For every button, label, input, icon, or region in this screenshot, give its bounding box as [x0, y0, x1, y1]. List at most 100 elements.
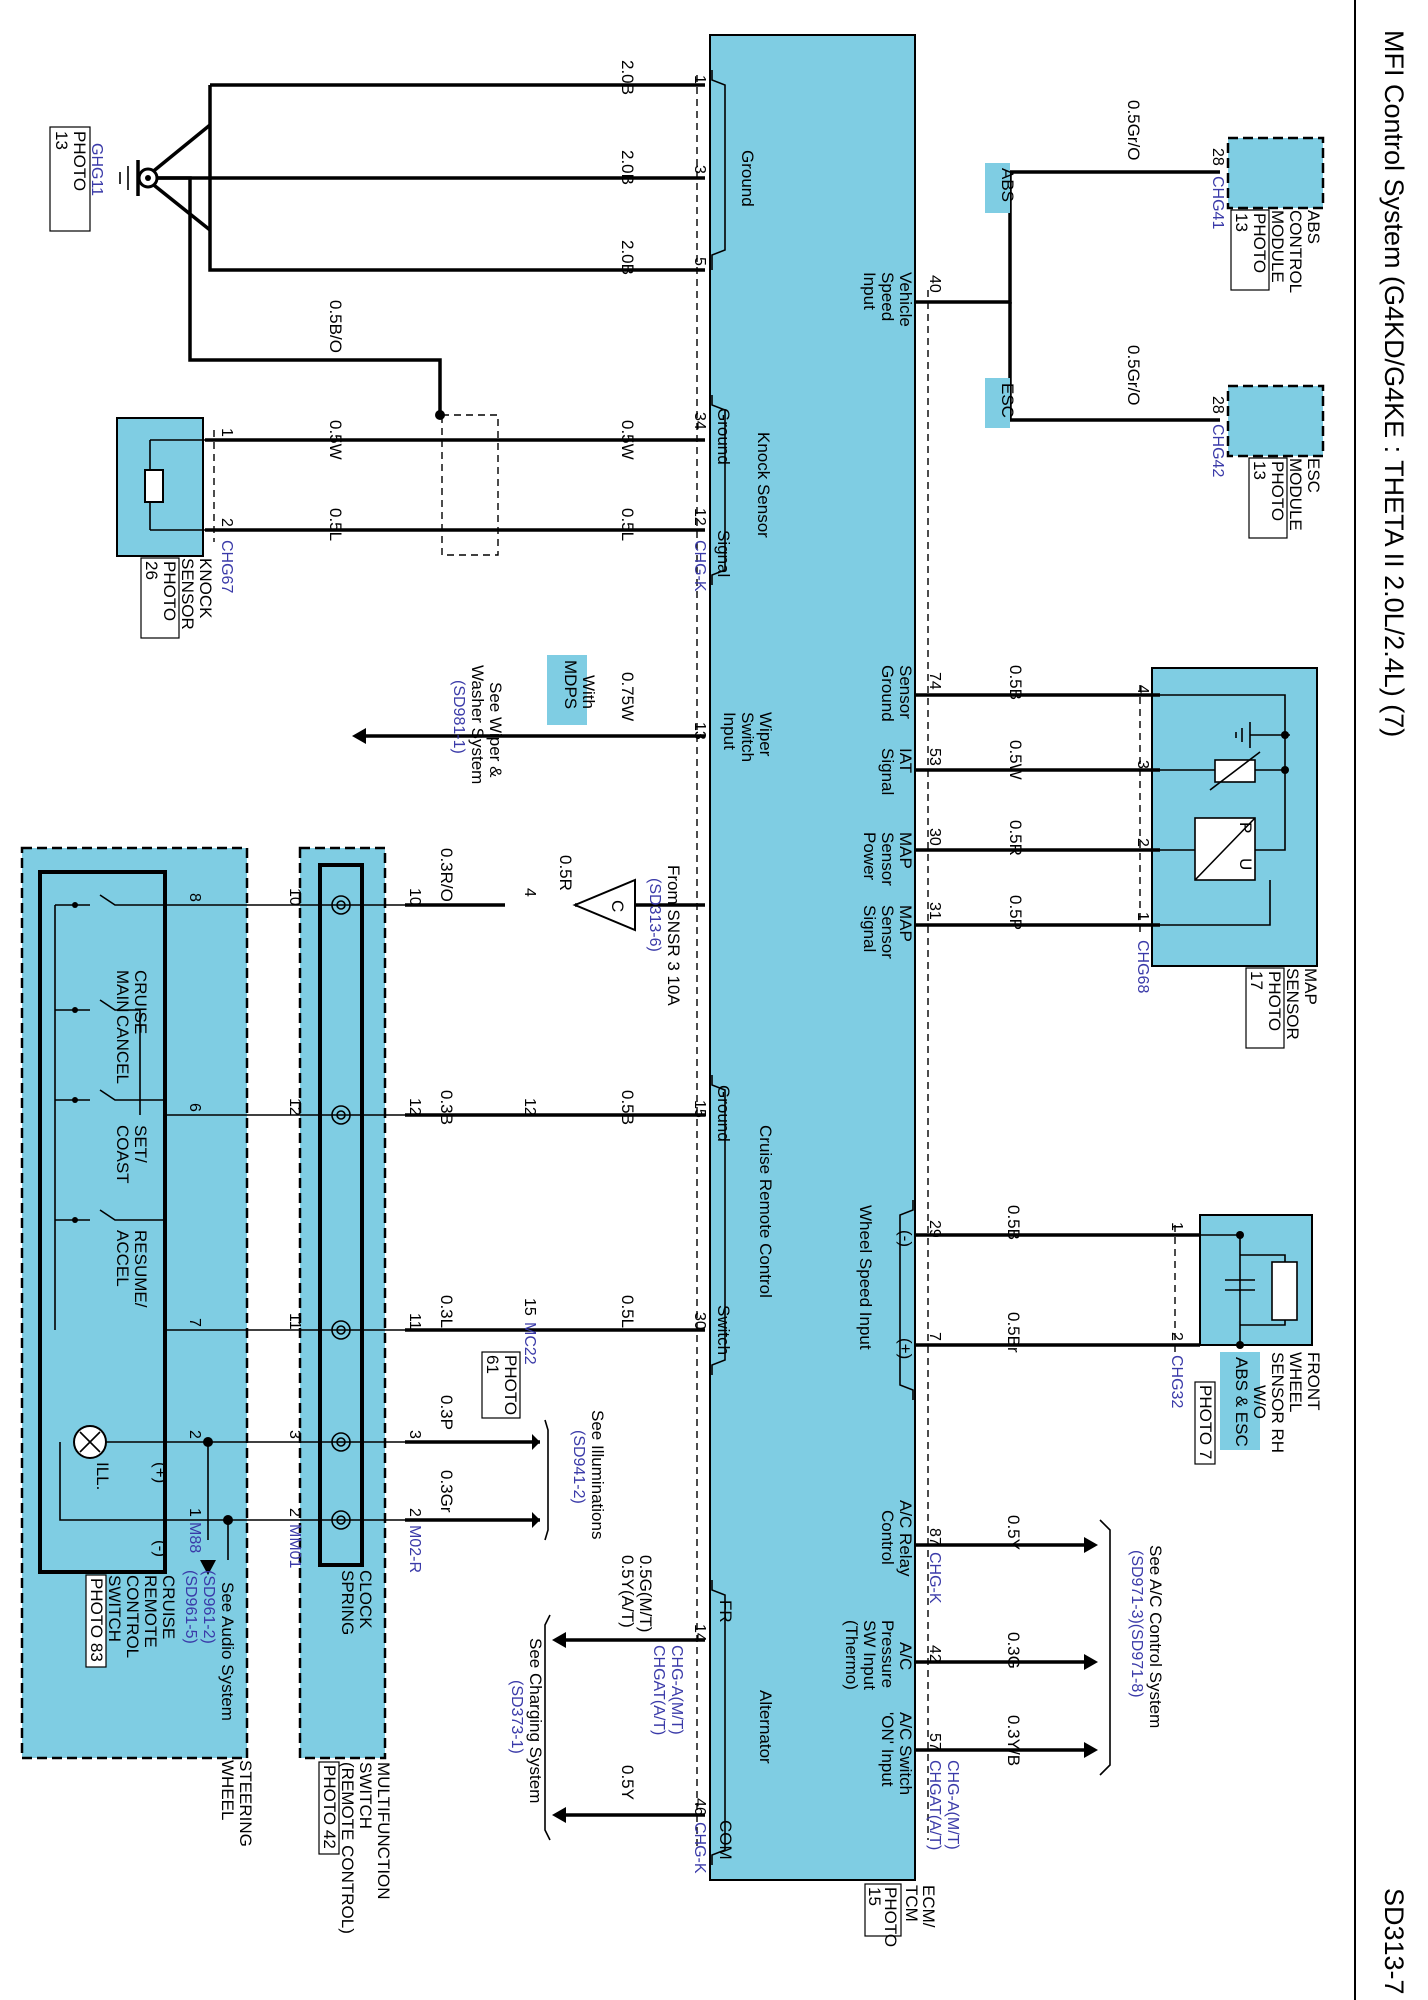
ecm-tcm-block	[709, 34, 916, 1881]
ecm-label-ac-press-2: Pressure	[878, 1620, 897, 1688]
m88-pin-8: 8	[186, 893, 203, 902]
wire-ecm-pin5	[208, 85, 705, 272]
abs-name-1: ABS	[1304, 210, 1323, 244]
ground-photo-line2: 13	[52, 131, 71, 150]
m02-pin-10: 10	[406, 888, 423, 906]
abs-photo-2: 13	[1232, 213, 1251, 232]
ecm-name-line1: ECM/	[919, 1885, 938, 1928]
conn-ac-a1: CHG-A(M/T)	[944, 1760, 961, 1850]
snsr-ref-2: (SD313-6)	[646, 878, 663, 952]
charge-ref-2: (SD373-1)	[508, 1680, 525, 1754]
audio-arrow-icon	[200, 1560, 216, 1575]
ill-plus-label: (+)	[151, 1462, 170, 1483]
mdps-line2: MDPS	[561, 660, 580, 709]
ecm-label-wiper-1: Wiper	[756, 712, 775, 757]
wire-label-13: 0.75W	[618, 672, 637, 721]
wire-label-esc: 0.5Gr/O	[1124, 345, 1143, 405]
clock-name-1: CLOCK	[356, 1570, 375, 1629]
wire-label-cr3: 0.3P	[437, 1395, 456, 1430]
knock-pin-2: 2	[218, 518, 235, 527]
ecm-pin-74: 74	[926, 672, 943, 690]
mfs-name-2: SWITCH	[356, 1762, 375, 1829]
conn-mm01: MM01	[286, 1524, 303, 1569]
ecm-label-map-power-2: Sensor	[878, 832, 897, 886]
wire-label-cr12-left: 0.3B	[437, 1090, 456, 1125]
wire-label-alt-fr-2: 0.5Y(A/T)	[618, 1555, 637, 1628]
ecm-label-ac-relay-2: Control	[878, 1510, 897, 1565]
ecm-label-ws-plus: (+)	[896, 1338, 915, 1359]
ecm-label-ac-press-1: A/C	[896, 1642, 915, 1670]
conn-m02r: M02-R	[406, 1525, 423, 1573]
ground-eyelet-center	[145, 175, 151, 181]
wire-label-alt-fr-1: 0.5G(M/T)	[636, 1555, 655, 1632]
ecm-label-iat-2: Signal	[878, 748, 897, 795]
esc-name-2: MODULE	[1286, 458, 1305, 531]
ecm-label-sensor-ground-1: Sensor	[896, 665, 915, 719]
page-title: MFI Control System (G4KD/G4KE : THETA II…	[1379, 30, 1409, 737]
wire-label-shield: 0.5B/O	[326, 300, 345, 353]
ecm-pin-r30: 30	[926, 828, 943, 846]
esc-module-block	[1226, 384, 1325, 458]
snsr-ref-1: From SNSR 3 10A	[664, 865, 683, 1006]
ecm-pin-46: 46	[691, 1798, 708, 1816]
wire-label-ac-57: 0.3Y/B	[1004, 1715, 1023, 1766]
ecm-label-ac-press-4: (Thermo)	[842, 1620, 861, 1690]
abs-module-block	[1226, 136, 1325, 210]
ecm-label-cruise-remote: Cruise Remote Control	[756, 1125, 775, 1298]
ecm-pin-7: 7	[926, 1332, 943, 1341]
mc22-photo-box	[481, 1351, 521, 1419]
steering-wheel-outline	[20, 846, 249, 1760]
conn-alt-a2: CHGAT(A/T)	[650, 1645, 667, 1735]
clock-spring-frame	[318, 863, 364, 1567]
mc22-pin-12: 12	[521, 1098, 538, 1116]
mfs-name-1: MULTIFUNCTION	[374, 1762, 393, 1900]
abs-tag-chip	[985, 163, 1010, 213]
ecm-pin-15: 15	[691, 1100, 708, 1118]
mm01-pin-2: 2	[286, 1508, 303, 1517]
wire-label-pin1: 2.0B	[618, 60, 637, 95]
mc22-pin-15: 15	[521, 1298, 538, 1316]
wiper-ref-3: (SD981-1)	[450, 680, 467, 754]
bulb-filament-icon	[79, 1431, 101, 1453]
crs-name-1: CRUISE	[159, 1575, 178, 1639]
m02-pin-3: 3	[406, 1430, 423, 1439]
cruise-resume-label-1: RESUME/	[131, 1230, 150, 1308]
map-pressure-diagonal	[1194, 817, 1256, 881]
alt-arrows-icon	[552, 1632, 566, 1823]
ecm-label-alt-fr: FR	[716, 1600, 735, 1623]
conn-chg67: CHG67	[218, 540, 235, 593]
mm01-pin-10: 10	[286, 888, 303, 906]
map-pin-2: 2	[1134, 838, 1151, 847]
mfs-name-3: (REMOTE CONTROL)	[338, 1762, 357, 1934]
multifunction-switch-outline	[298, 846, 387, 1760]
illum-bracket	[544, 1419, 549, 1541]
wire-label-34-left: 0.5W	[326, 420, 345, 460]
crs-photo: PHOTO 83	[87, 1578, 106, 1662]
ecm-pin-34: 34	[691, 412, 708, 430]
steer-name-1: STEERING	[236, 1760, 255, 1847]
ecm-pin-13: 13	[691, 722, 708, 740]
abs-name-2: CONTROL	[1286, 210, 1305, 293]
mdps-line1: With	[579, 675, 598, 709]
crs-photo-box	[85, 1574, 107, 1668]
mm01-pin-11: 11	[286, 1313, 303, 1330]
mfs-photo: PHOTO 42	[320, 1765, 339, 1849]
map-photo-2: 17	[1247, 971, 1266, 990]
wire-abs	[915, 170, 1220, 304]
ecm-label-ac-switch-2: 'ON' Input	[878, 1712, 897, 1787]
ecm-pin-12: 12	[691, 508, 708, 526]
wire-label-cr2: 0.3Gr	[437, 1470, 456, 1513]
ecm-photo-box	[864, 1883, 902, 1937]
wire-esc	[1008, 302, 1220, 422]
ecm-photo-line2: 15	[865, 1887, 884, 1906]
ecm-pin-40: 40	[926, 275, 943, 293]
ecm-label-wiper-3: Input	[720, 712, 739, 750]
audio-ref-3: (SD961-5)	[182, 1570, 199, 1644]
esc-name-1: ESC	[1304, 458, 1323, 493]
illum-ref-1: See Illuminations	[588, 1410, 607, 1539]
crs-name-4: SWITCH	[105, 1575, 124, 1642]
mm01-pin-12: 12	[286, 1098, 303, 1116]
ground-photo-box	[49, 126, 91, 232]
cruise-main-label: MAIN	[113, 970, 132, 1013]
ws-tag-chip	[1220, 1352, 1260, 1450]
